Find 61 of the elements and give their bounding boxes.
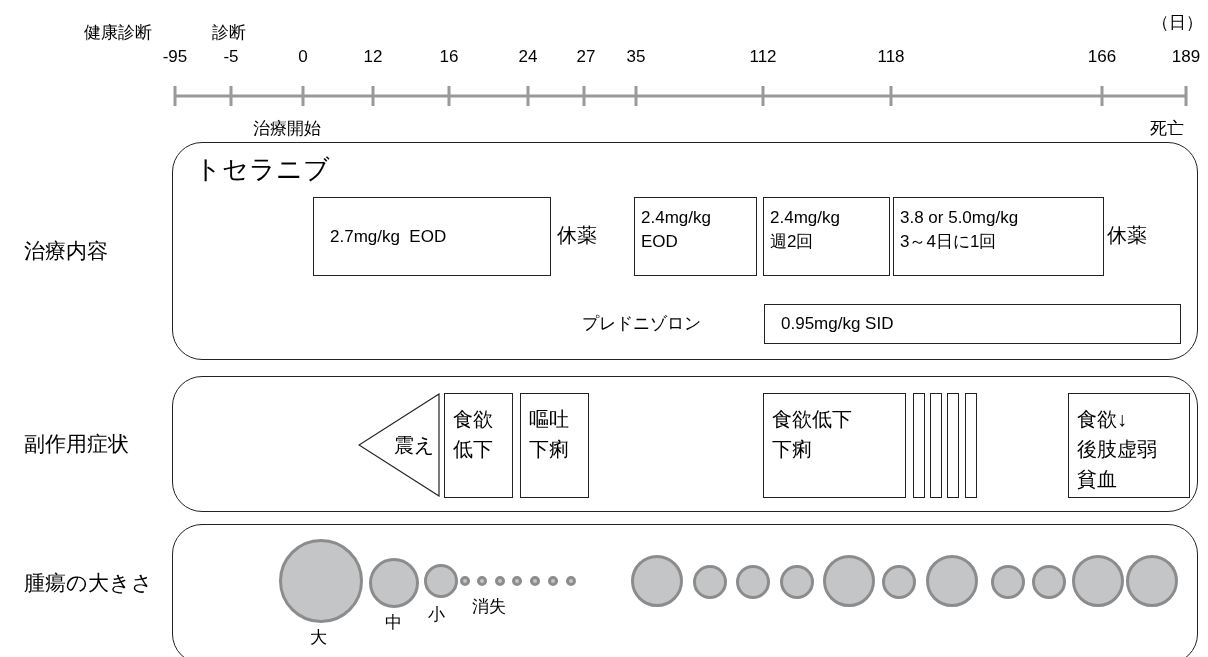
tick-label: 16 [439, 46, 459, 68]
text-label: 治療開始 [253, 119, 321, 138]
box-text: 食欲↓ [1077, 407, 1128, 432]
symptom-bar [913, 393, 925, 498]
dose-box [764, 304, 1181, 344]
size-label: 大 [309, 627, 327, 649]
tick-label: -95 [162, 46, 188, 68]
row-label: 副作用症状 [24, 432, 129, 455]
symptom-bar [930, 393, 942, 498]
box-text: 0.95mg/kg SID [781, 313, 894, 335]
drug-name: トセラニブ [195, 157, 330, 181]
box-text: 2.7mg/kg EOD [330, 225, 447, 248]
text-label: 健康診断 [84, 23, 152, 42]
symptom-box [1068, 393, 1190, 498]
symptom-box [444, 393, 513, 498]
row-label: 治療内容 [24, 239, 108, 262]
dose-box [313, 197, 551, 276]
row-label: 腫瘍の大きさ [24, 571, 153, 594]
dose-box [634, 197, 757, 276]
tick-label: -5 [223, 46, 239, 68]
box-text: 後肢虚弱 [1077, 437, 1158, 462]
box-text: 下痢 [529, 437, 570, 462]
symptom-box [520, 393, 589, 498]
box-text: 週2回 [770, 231, 815, 253]
text-label: （日） [1152, 13, 1203, 32]
tick-label: 166 [1087, 46, 1117, 68]
box-text: 貧血 [1077, 467, 1118, 492]
text-label: 休薬 [1107, 224, 1147, 246]
tick-label: 12 [363, 46, 383, 68]
symptom-bar [947, 393, 959, 498]
box-text: 2.4mg/kg [770, 207, 841, 229]
text-label: 診断 [212, 23, 246, 42]
box-text: EOD [641, 231, 679, 253]
symptom-box [763, 393, 906, 498]
text-label: 死亡 [1150, 119, 1184, 138]
size-label: 小 [427, 604, 445, 626]
box-text: 3.8 or 5.0mg/kg [900, 207, 1020, 229]
dose-box [893, 197, 1104, 276]
box-text: 2.4mg/kg [641, 207, 712, 229]
box-text: 嘔吐 [529, 407, 570, 432]
box-text: 食欲低下 [772, 407, 853, 432]
box-text: 3～4日に1回 [900, 231, 998, 253]
tick-label: 0 [298, 46, 308, 68]
tick-label: 112 [749, 46, 777, 68]
box-text: 下痢 [772, 437, 813, 462]
box-text: 食欲低下 [453, 407, 494, 462]
tick-label: 189 [1171, 46, 1201, 68]
triangle-text: 震え [394, 433, 434, 458]
text-label: 休薬 [557, 224, 597, 246]
text-label: 消失 [472, 597, 506, 616]
tick-label: 35 [626, 46, 646, 68]
rounded-panel [172, 524, 1198, 657]
dose-box [763, 197, 890, 276]
rounded-panel [172, 142, 1198, 360]
tick-label: 118 [877, 46, 905, 68]
text-label: プレドニゾロン [582, 314, 701, 333]
tick-label: 27 [576, 46, 596, 68]
rounded-panel [172, 376, 1198, 512]
symptom-bar [965, 393, 977, 498]
tick-label: 24 [518, 46, 538, 68]
size-label: 中 [384, 612, 402, 634]
